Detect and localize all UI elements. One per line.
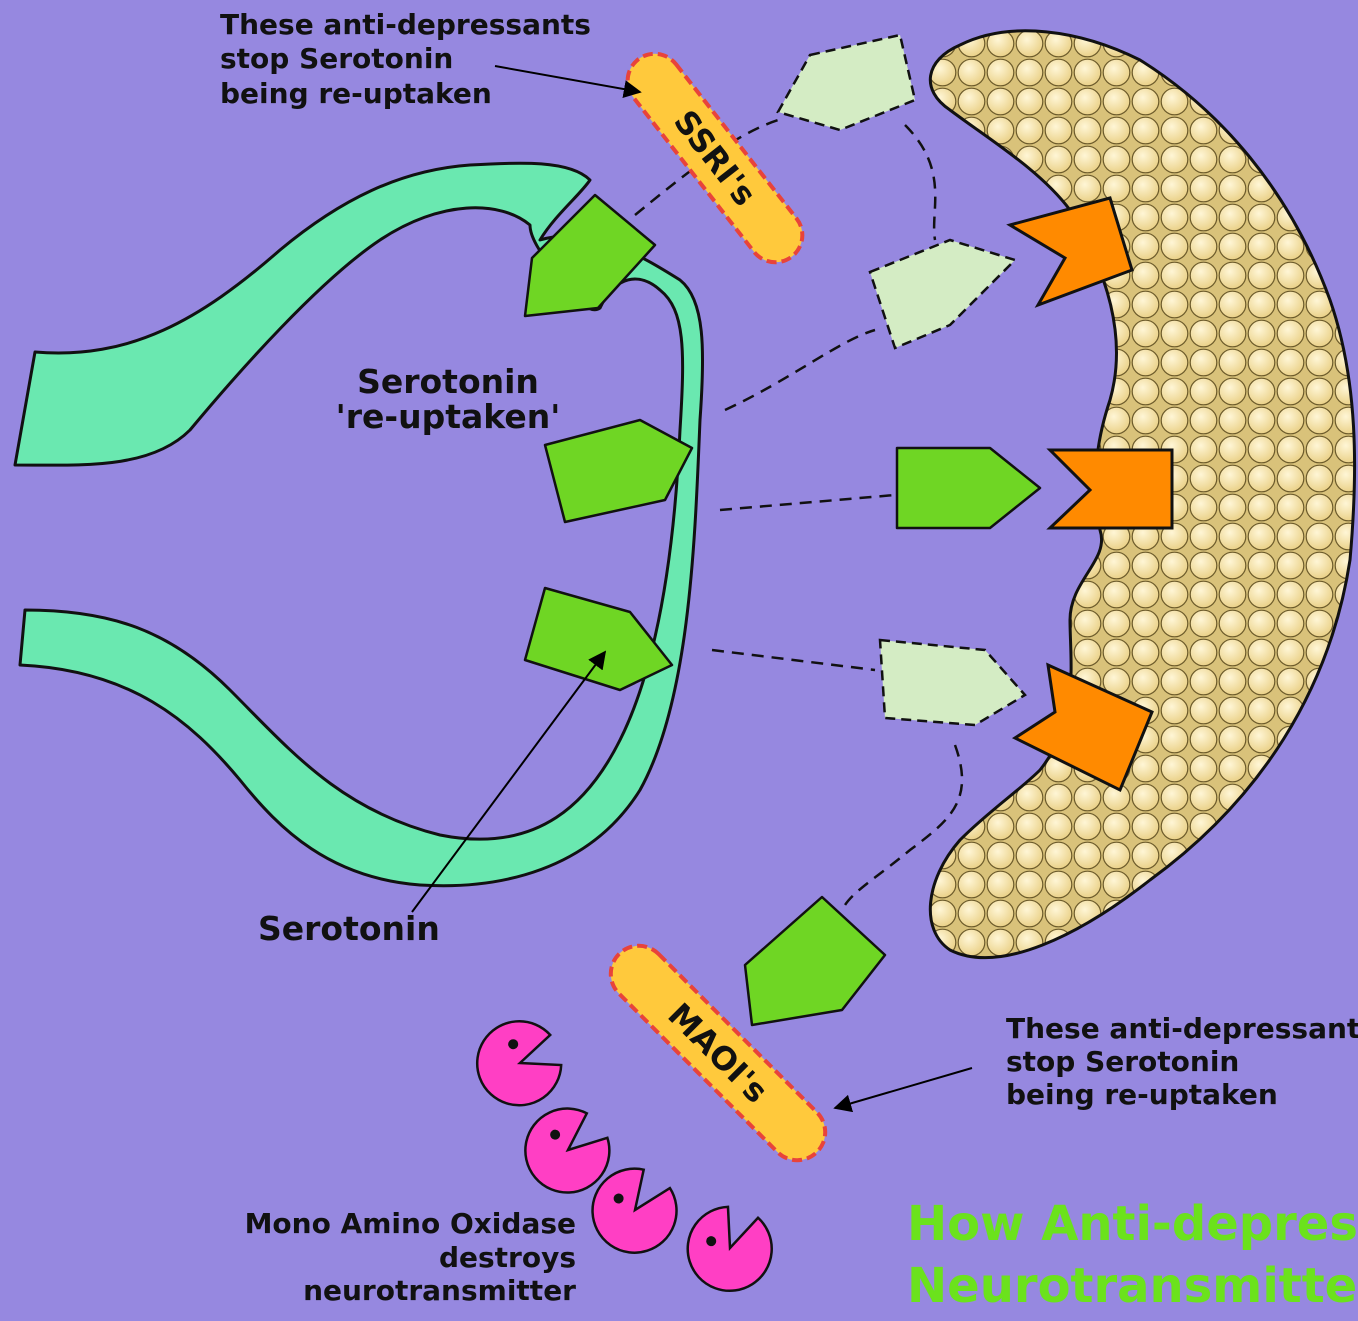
faded-serotonin-middle: [870, 240, 1015, 348]
pacman-icon: [465, 1011, 570, 1118]
ssri-note-arrow: [495, 66, 640, 92]
mao-note: Mono Amino Oxidase destroys neurotransmi…: [245, 1207, 577, 1307]
reuptake-line-2: 're-uptaken': [336, 397, 561, 436]
dashed-path-middle: [720, 495, 895, 510]
faded-serotonin-top: [778, 35, 915, 130]
ssri-note-line-3: being re-uptaken: [220, 77, 492, 110]
title-line-2: Neurotransmitters: [907, 1258, 1358, 1314]
mao-note-line-1: Mono Amino Oxidase: [245, 1207, 576, 1240]
dashed-path-lower: [712, 650, 875, 670]
serotonin-vesicle-2: [525, 588, 672, 690]
diagram-title: How Anti-depressants Neurotransmitters: [907, 1196, 1358, 1314]
maoi-note-line-2: stop Serotonin: [1006, 1045, 1239, 1078]
title-line-1: How Anti-depressants: [907, 1196, 1358, 1252]
mao-note-line-3: neurotransmitter: [303, 1274, 576, 1307]
dashed-path-reuptake: [725, 330, 875, 410]
serotonin-label: Serotonin: [258, 909, 440, 948]
maoi-note-line-1: These anti-depressants: [1006, 1012, 1358, 1045]
mao-note-line-2: destroys: [439, 1241, 576, 1274]
reuptake-line-1: Serotonin: [357, 362, 539, 401]
maoi-note-line-3: being re-uptaken: [1006, 1078, 1278, 1111]
dashed-path-top-down: [905, 125, 935, 240]
ssri-note: These anti-depressants stop Serotonin be…: [220, 8, 591, 110]
ssri-note-line-1: These anti-depressants: [220, 8, 591, 41]
ssri-note-line-2: stop Serotonin: [220, 42, 453, 75]
receptor-middle: [1050, 450, 1172, 528]
serotonin-bound: [897, 448, 1040, 528]
reuptake-label: Serotonin 're-uptaken': [336, 362, 561, 436]
maoi-note: These anti-depressants stop Serotonin be…: [1006, 1012, 1358, 1111]
pacman-icon: [676, 1198, 783, 1303]
serotonin-vesicle-1: [545, 420, 692, 522]
maoi-note-arrow: [835, 1068, 972, 1108]
serotonin-to-maoi: [745, 897, 885, 1025]
faded-serotonin-lower: [880, 640, 1025, 725]
